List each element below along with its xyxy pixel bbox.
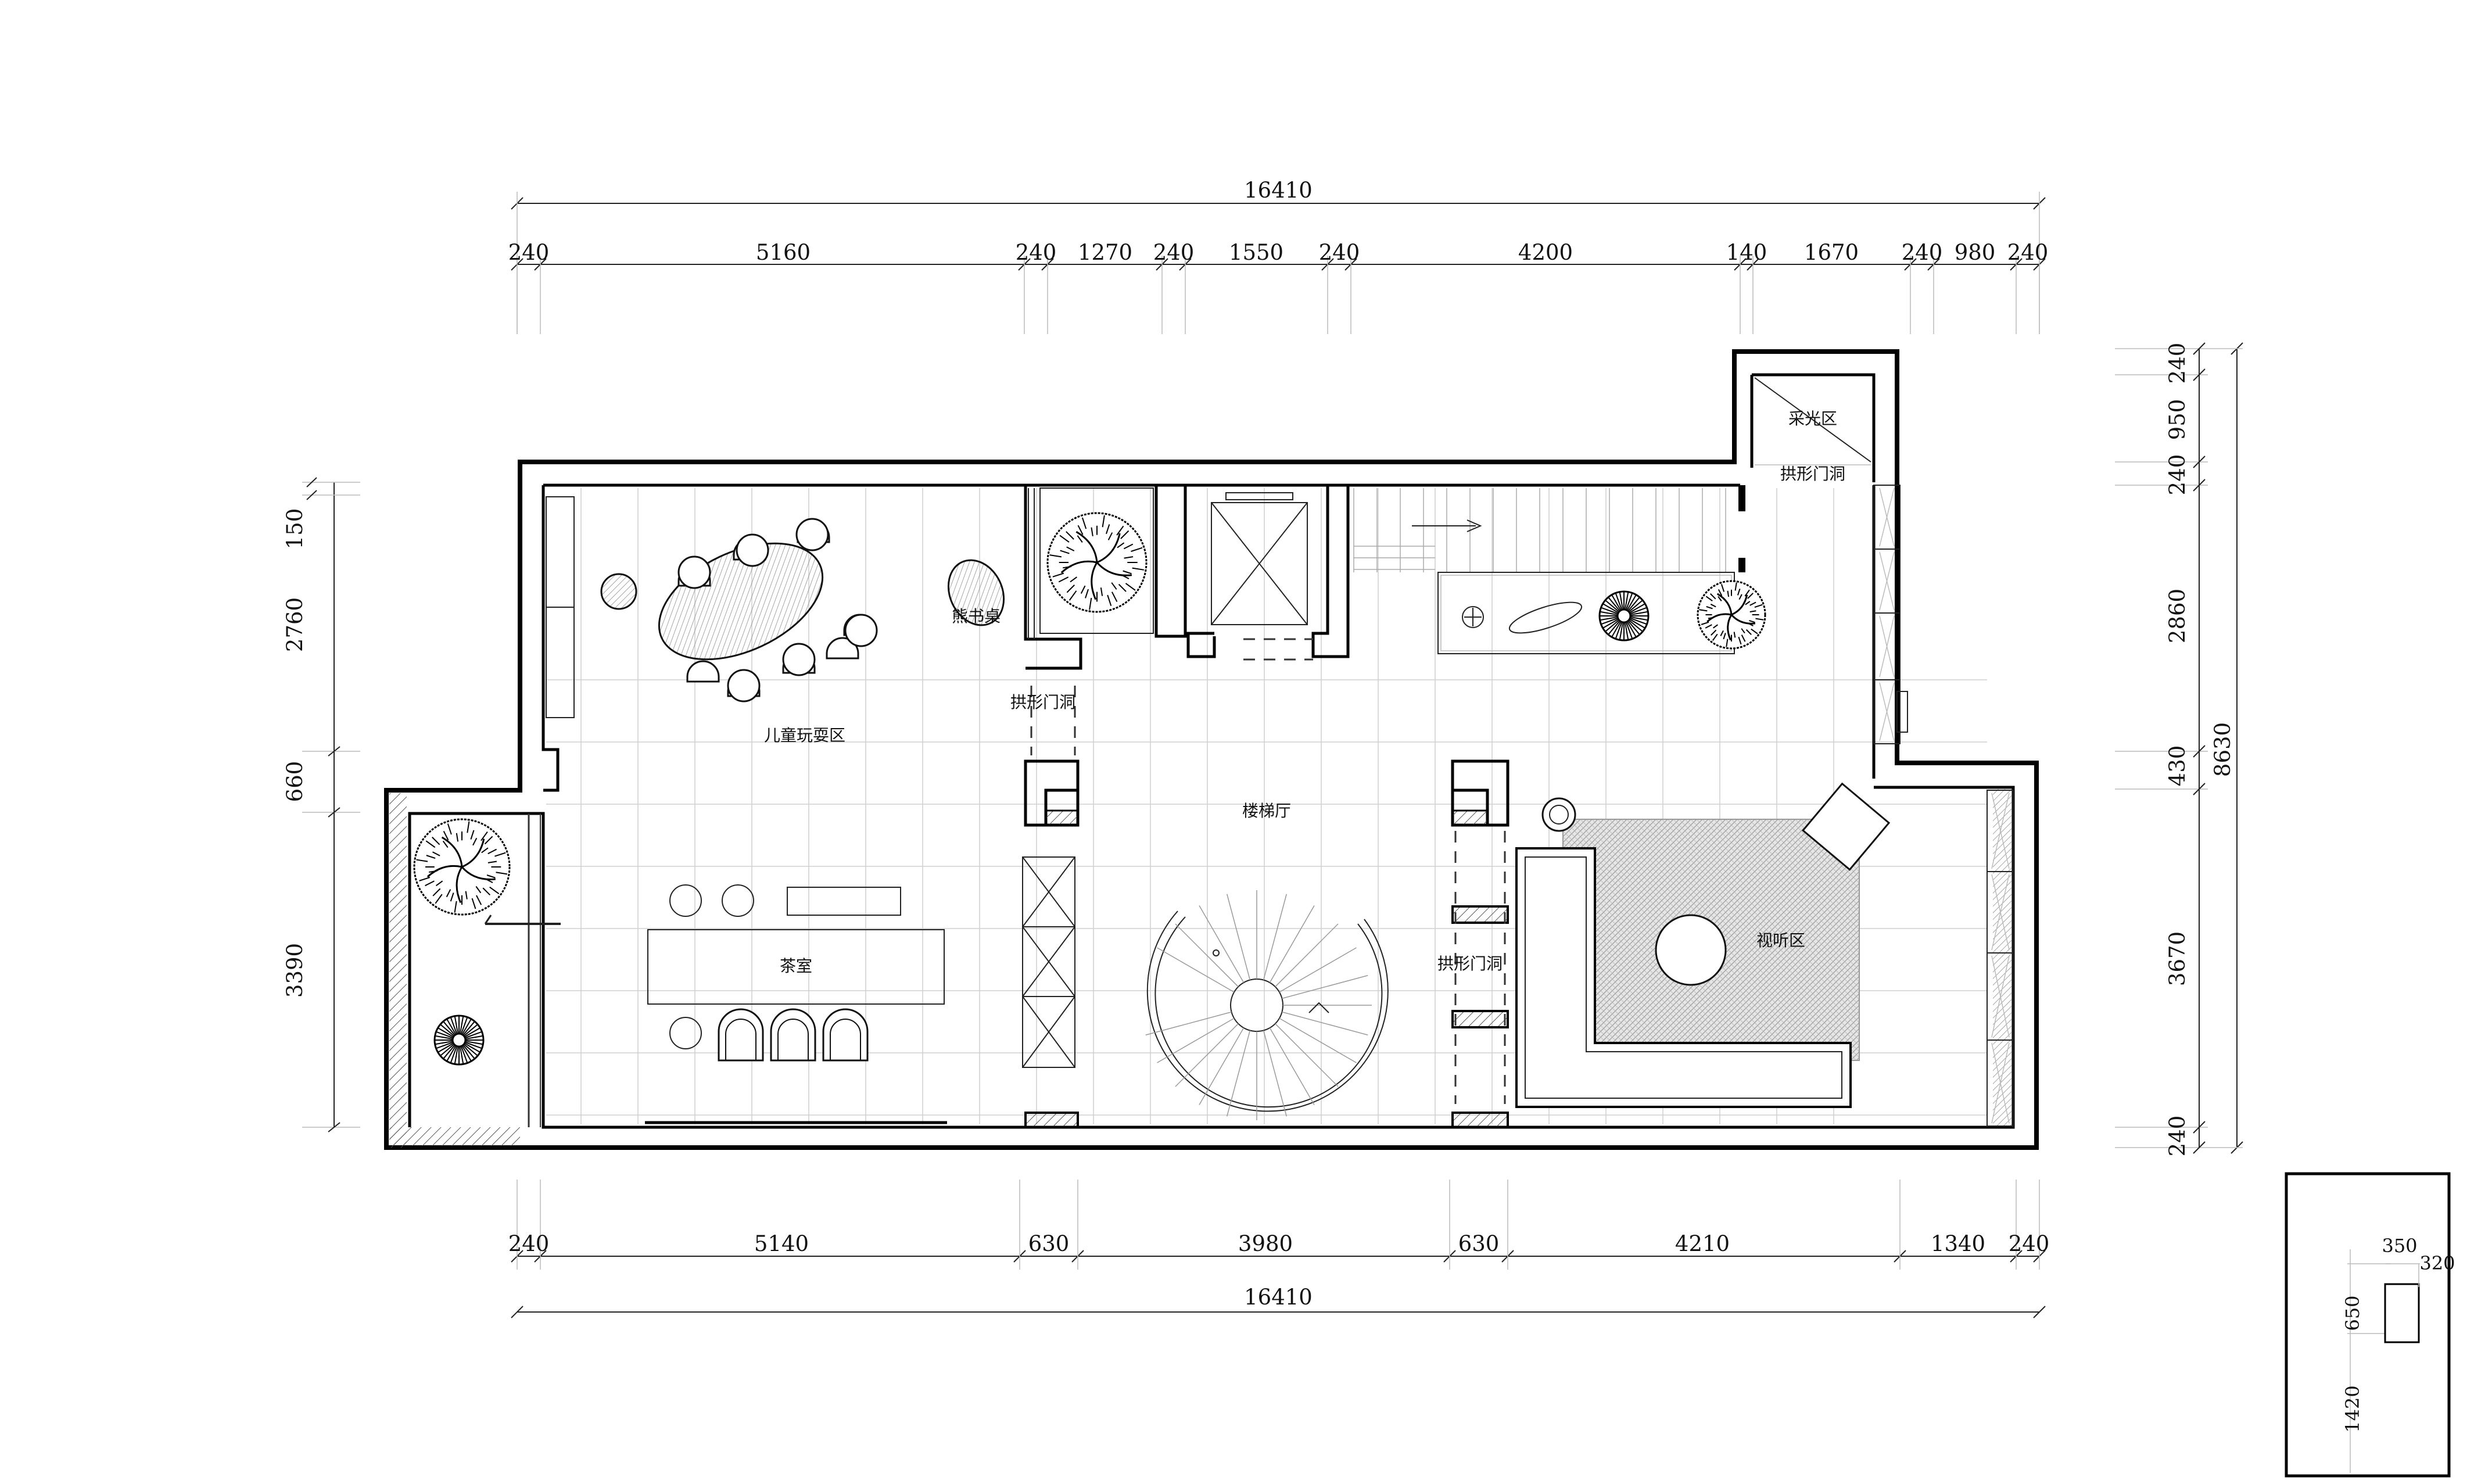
tree-balcony bbox=[413, 818, 511, 916]
plant-box bbox=[1039, 488, 1154, 634]
dim-top-4: 240 bbox=[1153, 240, 1195, 265]
dim-right-5: 3670 bbox=[2165, 931, 2190, 986]
tea-room: 茶室 bbox=[645, 884, 947, 1124]
palm-stair-landing bbox=[1598, 590, 1650, 641]
label-tea-room: 茶室 bbox=[780, 956, 812, 976]
label-av-area: 视听区 bbox=[1756, 931, 1805, 950]
dim-left-0: 150 bbox=[282, 508, 307, 550]
detail-w1: 350 bbox=[2382, 1235, 2417, 1257]
bottom-dimensions: 240 5140 630 3980 630 4210 1340 240 16410 bbox=[508, 1180, 2050, 1318]
dim-bottom-3: 3980 bbox=[1238, 1231, 1293, 1256]
left-dimensions: 150 2760 660 3390 bbox=[282, 477, 360, 1132]
dim-right-total: 8630 bbox=[2210, 722, 2235, 777]
label-bear-table: 熊书桌 bbox=[952, 607, 1001, 626]
interior-walls bbox=[484, 483, 1908, 1128]
dim-bottom-1: 5140 bbox=[754, 1231, 809, 1256]
dim-right-1: 950 bbox=[2165, 399, 2190, 440]
dim-right-4: 430 bbox=[2165, 745, 2190, 787]
tree-plant-room bbox=[1046, 512, 1148, 613]
dim-bottom-4: 630 bbox=[1458, 1231, 1500, 1256]
dim-top-7: 4200 bbox=[1518, 240, 1573, 265]
dim-top-5: 1550 bbox=[1229, 240, 1283, 265]
dim-right-2: 240 bbox=[2165, 454, 2190, 496]
exterior-walls bbox=[384, 349, 2039, 1150]
dim-right-6: 240 bbox=[2165, 1116, 2190, 1157]
cabinets bbox=[1022, 485, 2014, 1127]
skylight-area: 采光区 拱形门洞 bbox=[1754, 377, 1871, 483]
label-skylight: 采光区 bbox=[1788, 409, 1837, 428]
spiral-stair: 楼梯厅 拱形门洞 bbox=[1145, 801, 1503, 1120]
dim-top-12: 240 bbox=[2007, 240, 2049, 265]
dim-right-0: 240 bbox=[2165, 343, 2190, 384]
dim-top-9: 1670 bbox=[1804, 240, 1859, 265]
dim-bottom-total: 16410 bbox=[1244, 1285, 1313, 1310]
label-kids-play: 儿童玩耍区 bbox=[764, 726, 845, 745]
dim-top-1: 5160 bbox=[756, 240, 811, 265]
dim-top-3: 1270 bbox=[1078, 240, 1132, 265]
palm-balcony bbox=[433, 1015, 485, 1066]
tree-stair-landing bbox=[1697, 580, 1766, 650]
dim-bottom-2: 630 bbox=[1028, 1231, 1070, 1256]
dim-bottom-5: 4210 bbox=[1675, 1231, 1730, 1256]
detail-inset: 350 320 650 1420 bbox=[2285, 1172, 2455, 1478]
top-dimensions: 16410 240 5160 240 1270 240 1550 240 4200 140 167… bbox=[508, 178, 2049, 334]
dim-left-1: 2760 bbox=[282, 597, 307, 652]
dim-top-8: 140 bbox=[1726, 240, 1767, 265]
dim-bottom-7: 240 bbox=[2009, 1231, 2050, 1256]
detail-w2: 320 bbox=[2419, 1252, 2455, 1274]
label-arch-top: 拱形门洞 bbox=[1780, 464, 1845, 483]
detail-h1: 650 bbox=[2342, 1295, 2364, 1331]
dim-left-2: 660 bbox=[282, 761, 307, 802]
dim-right-3: 2860 bbox=[2165, 589, 2190, 643]
label-arch-left: 拱形门洞 bbox=[1010, 693, 1075, 712]
kids-play-area: 熊书桌 儿童玩耍区 拱形门洞 bbox=[546, 496, 1075, 745]
dim-left-3: 3390 bbox=[282, 943, 307, 998]
dim-top-11: 980 bbox=[1955, 240, 1996, 265]
elevator bbox=[1211, 492, 1308, 625]
dim-bottom-6: 1340 bbox=[1931, 1231, 1985, 1256]
straight-stair bbox=[1353, 488, 1735, 654]
label-arch-right: 拱形门洞 bbox=[1437, 954, 1503, 973]
dim-top-6: 240 bbox=[1319, 240, 1360, 265]
label-stair-hall: 楼梯厅 bbox=[1242, 801, 1291, 820]
dim-top-total: 16410 bbox=[1244, 178, 1313, 203]
detail-h2: 1420 bbox=[2342, 1385, 2364, 1432]
right-dimensions: 240 950 240 2860 430 3670 240 8630 bbox=[2115, 342, 2243, 1157]
dim-top-10: 240 bbox=[1902, 240, 1943, 265]
dim-top-0: 240 bbox=[508, 240, 550, 265]
dim-bottom-0: 240 bbox=[508, 1231, 550, 1256]
av-area: 视听区 bbox=[1515, 782, 1891, 1108]
dim-top-2: 240 bbox=[1016, 240, 1057, 265]
